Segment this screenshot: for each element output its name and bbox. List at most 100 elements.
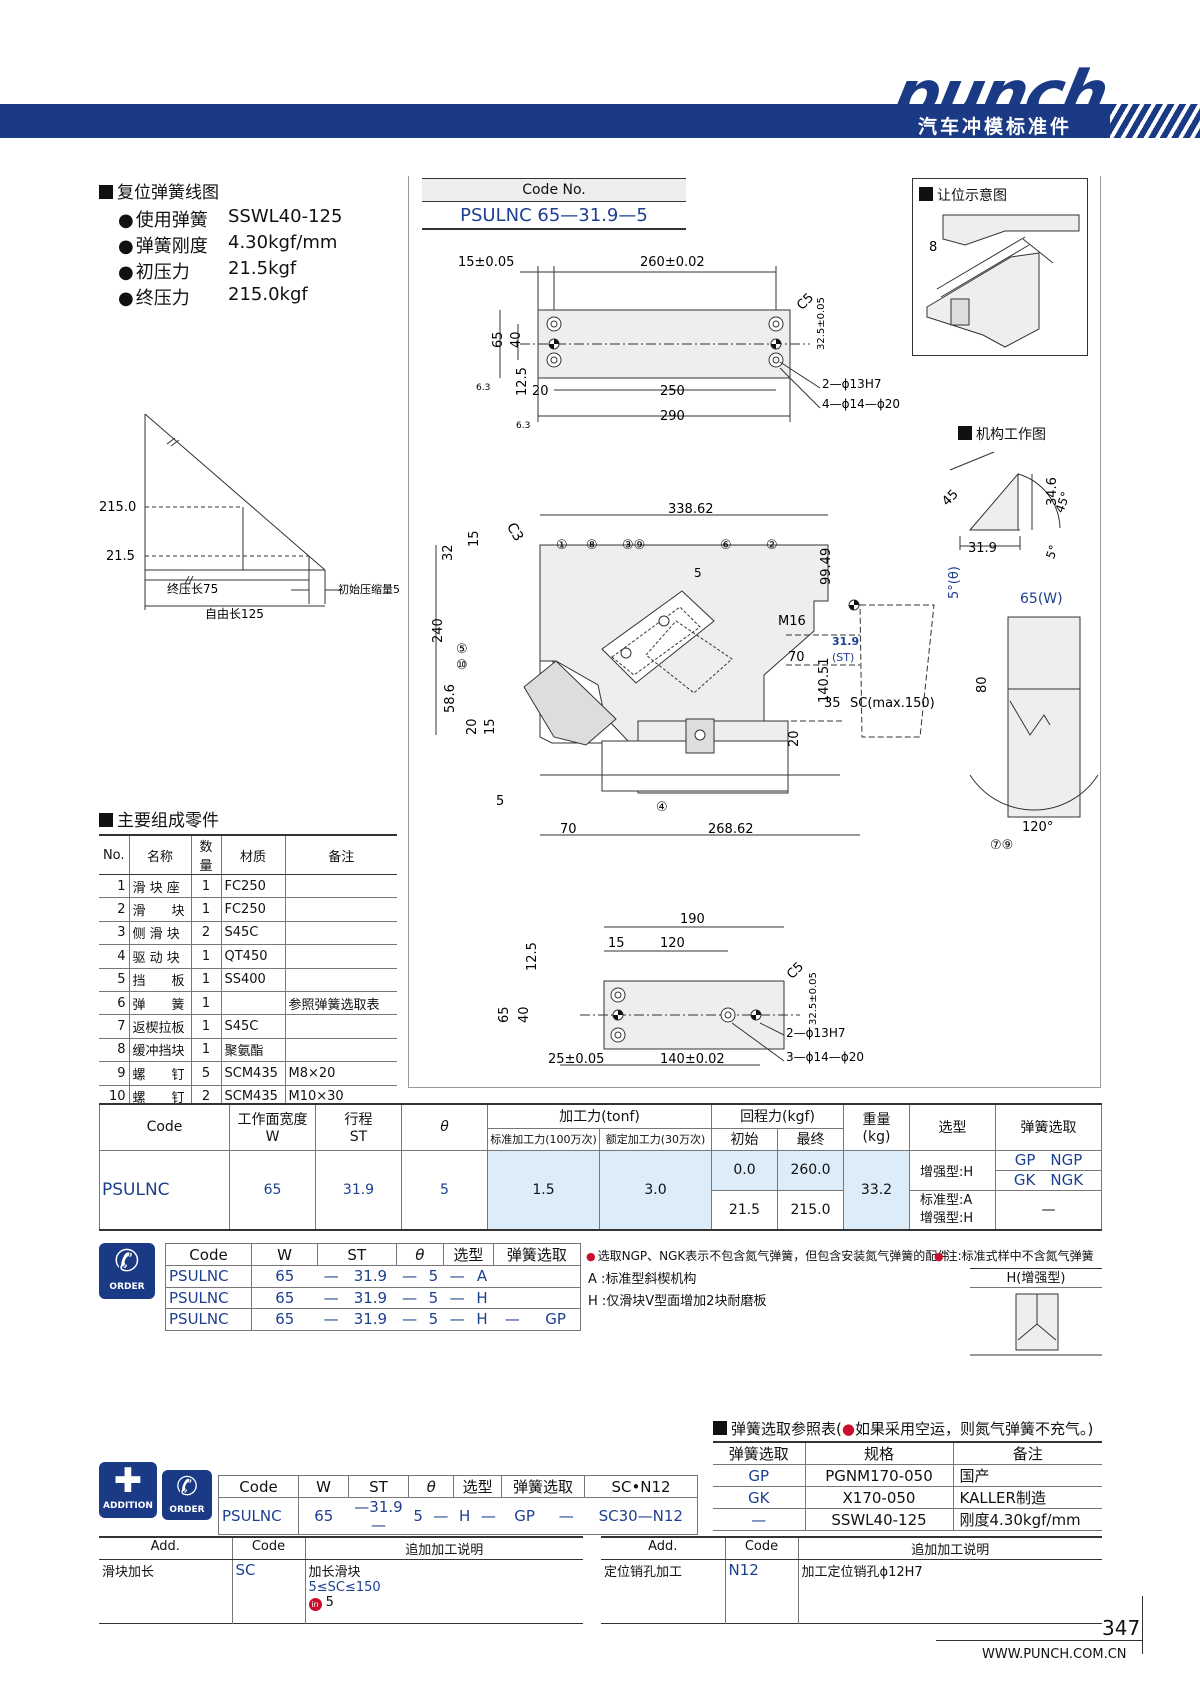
drawing-frame — [408, 176, 1101, 1088]
ao-h-st: ST — [348, 1475, 409, 1498]
fv-m16: M16 — [778, 614, 806, 629]
parts-cell — [284, 1038, 397, 1063]
spec-force-std: 1.5 — [487, 1149, 600, 1231]
ref-h-remark: 备注 — [952, 1441, 1102, 1465]
addition-order-header: Code W ST θ 选型 弹簧选取 SC•N12 — [218, 1475, 698, 1498]
order-cell: H — [470, 1286, 494, 1310]
footer-line — [936, 1640, 1142, 1641]
add-h-desc2: 追加加工说明 — [797, 1536, 1102, 1560]
order-cell — [493, 1265, 532, 1288]
addition-order-row: PSULNC 65 —31.9— 5 — H — GP — SC30—N12 — [218, 1497, 698, 1535]
mechanism-drawing: 45 34.6 45° 31.9 5° — [939, 451, 1073, 561]
tv-65: 65 — [491, 331, 506, 348]
add-right-desc: 加工定位销孔ϕ12H7 — [797, 1559, 1102, 1624]
order-cell: GP — [531, 1308, 582, 1331]
parts-cell: 驱 动 块 — [128, 944, 191, 969]
parts-cell: 参照弹簧选取表 — [284, 991, 397, 1016]
parts-cell: M10×30 — [284, 1085, 397, 1109]
fv-p1: ① — [556, 538, 568, 553]
graph-y-high: 215.0 — [99, 500, 136, 515]
fv-32: 32 — [441, 544, 456, 561]
order-cell — [531, 1265, 582, 1288]
parts-cell: 6 — [99, 991, 129, 1016]
phone-icon: ✆ — [176, 1472, 198, 1502]
add-h-add: Add. — [99, 1536, 232, 1560]
order-cell: — — [317, 1265, 345, 1288]
parts-cell — [284, 874, 397, 899]
bv-125: 12.5 — [525, 942, 540, 971]
order-cell: — — [443, 1265, 471, 1288]
spec-type-1: 增强型:H — [909, 1149, 996, 1191]
spec-h-type: 选型 — [909, 1103, 996, 1151]
brand-subtitle: 汽车冲模标准件 — [918, 116, 1073, 138]
parts-cell: 2 — [99, 897, 129, 922]
fv-p10: ⑩ — [456, 658, 468, 673]
top-view-drawing: 15±0.05 260±0.02 C5 65 40 12.5 20 250 29… — [458, 255, 900, 431]
footer-url: WWW.PUNCH.COM.CN — [982, 1647, 1127, 1662]
header-band — [0, 104, 1200, 138]
parts-cell: 8 — [99, 1038, 129, 1063]
add-left-add: 滑块加长 — [102, 1565, 155, 1580]
spec-ret-init-2: 21.5 — [711, 1189, 778, 1231]
order-header-row: Code W ST θ 选型 弹簧选取 — [165, 1243, 582, 1266]
spec-st: 31.9 — [315, 1149, 402, 1231]
parts-cell: 挡 板 — [128, 968, 191, 992]
parts-header-row: No. 名称 数量 材质 备注 — [99, 834, 397, 875]
fv-9949: 99.49 — [819, 548, 834, 585]
parts-section-title: 主要组成零件 — [99, 806, 219, 831]
code-box-value: PSULNC 65—31.9—5 — [422, 202, 686, 230]
ao-h-theta: θ — [407, 1475, 455, 1498]
spec-ret-final-2: 215.0 — [777, 1189, 844, 1231]
phone-icon: ✆ — [114, 1244, 140, 1279]
add-h-add2: Add. — [592, 1536, 725, 1560]
bv-65: 65 — [497, 1006, 512, 1023]
ref-section-title: 弹簧选取参照表(●如果采用空运，则氮气弹簧不充气。) — [713, 1418, 1093, 1439]
parts-cell: 1 — [190, 1014, 221, 1039]
bv-hole2: 3—ϕ14—ϕ20 — [786, 1050, 864, 1064]
parts-cell: FC250 — [220, 897, 285, 922]
parts-cell: S45C — [220, 921, 285, 946]
fv-st-val: 31.9 — [832, 635, 859, 648]
ref-cell: KALLER制造 — [952, 1486, 1102, 1509]
parts-cell: 聚氨酯 — [220, 1038, 285, 1063]
order-cell: H — [470, 1308, 494, 1331]
tv-rough1: 6.3 — [476, 383, 490, 393]
addition-order-table: Code W ST θ 选型 弹簧选取 SC•N12 PSULNC 65 —31… — [218, 1475, 698, 1535]
parts-cell: 螺 钉 — [128, 1061, 191, 1086]
parts-cell: 4 — [99, 944, 129, 969]
ref-h-spec: 规格 — [804, 1441, 953, 1465]
parts-col-name: 名称 — [128, 834, 191, 875]
graph-initial-comp: 初始压缩量5 — [338, 582, 400, 596]
order-cell: 65 — [251, 1308, 318, 1331]
parts-col-material: 材质 — [220, 834, 285, 875]
fv-five: 5 — [496, 794, 504, 809]
add-row: 滑块加长 SC 加长滑块 5≤SC≤150 in 5 定位销孔加工 N12 加工… — [99, 1559, 1102, 1624]
h-type-drawing — [970, 1293, 1102, 1356]
ref-cell: 刚度4.30kgf/mm — [952, 1508, 1102, 1531]
parts-cell — [220, 991, 285, 1016]
note-h: H :仅滑块V型面增加2块耐磨板 — [588, 1294, 767, 1309]
order-h-theta: θ — [395, 1243, 445, 1266]
parts-cell: SS400 — [220, 968, 285, 992]
order-cell: PSULNC — [165, 1265, 252, 1288]
bottom-view-drawing: 190 15 120 12.5 C5 65 40 32.5±0.05 25±0.… — [497, 912, 864, 1067]
h-type-box-title: H(增强型) — [970, 1268, 1102, 1288]
parts-cell: S45C — [220, 1014, 285, 1039]
order-cell: — — [493, 1308, 532, 1331]
fv-p5: ⑤ — [456, 642, 468, 657]
order-cell: 31.9 — [344, 1265, 397, 1288]
order-cell: — — [396, 1286, 424, 1310]
order-cell: — — [396, 1308, 424, 1331]
tv-hole2: 4—ϕ14—ϕ20 — [822, 397, 900, 411]
parts-cell: 3 — [99, 921, 129, 946]
